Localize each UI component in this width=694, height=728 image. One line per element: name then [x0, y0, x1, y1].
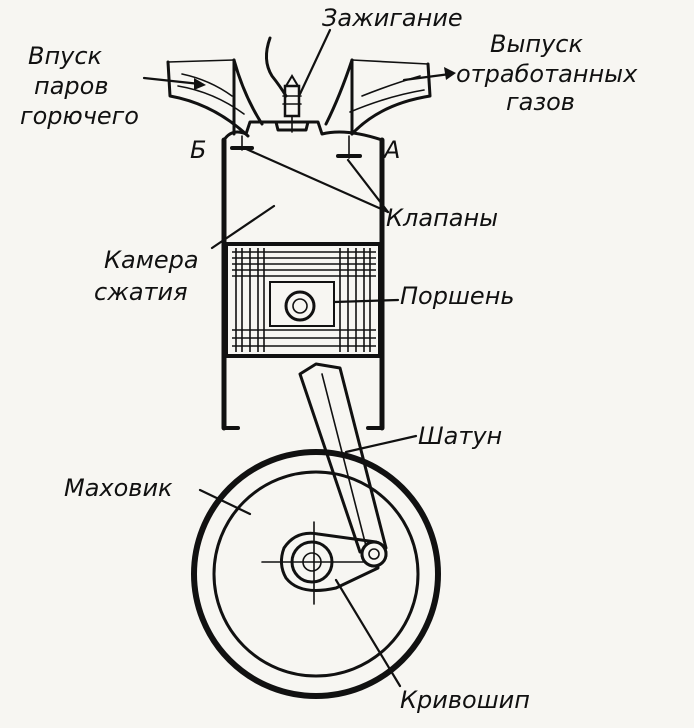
- label-chamber-1: Камера: [104, 246, 199, 274]
- spark-plug: [265, 36, 310, 133]
- exhaust-port: [324, 58, 456, 136]
- crank: [279, 531, 388, 592]
- label-valve-a: А: [382, 136, 400, 164]
- label-chamber-2: сжатия: [94, 278, 188, 306]
- label-exhaust-2: отработанных: [456, 60, 638, 88]
- label-piston: Поршень: [400, 282, 515, 310]
- label-crank: Кривошип: [400, 686, 530, 714]
- flywheel: [191, 449, 441, 699]
- label-valves: Клапаны: [386, 204, 498, 232]
- label-intake-3: горючего: [20, 102, 139, 130]
- label-exhaust-1: Выпуск: [490, 30, 584, 58]
- label-intake-2: паров: [34, 72, 108, 100]
- valve-b: [230, 58, 254, 151]
- intake-port: [142, 58, 264, 138]
- label-rod: Шатун: [418, 422, 502, 450]
- label-exhaust-3: газов: [506, 88, 575, 116]
- valve-a: [336, 58, 362, 159]
- label-intake-1: Впуск: [28, 42, 103, 70]
- label-ignition: Зажигание: [322, 4, 463, 32]
- label-flywheel: Маховик: [64, 474, 173, 502]
- piston: [224, 242, 382, 358]
- leader-lines: [198, 28, 418, 688]
- label-valve-b: Б: [190, 136, 206, 164]
